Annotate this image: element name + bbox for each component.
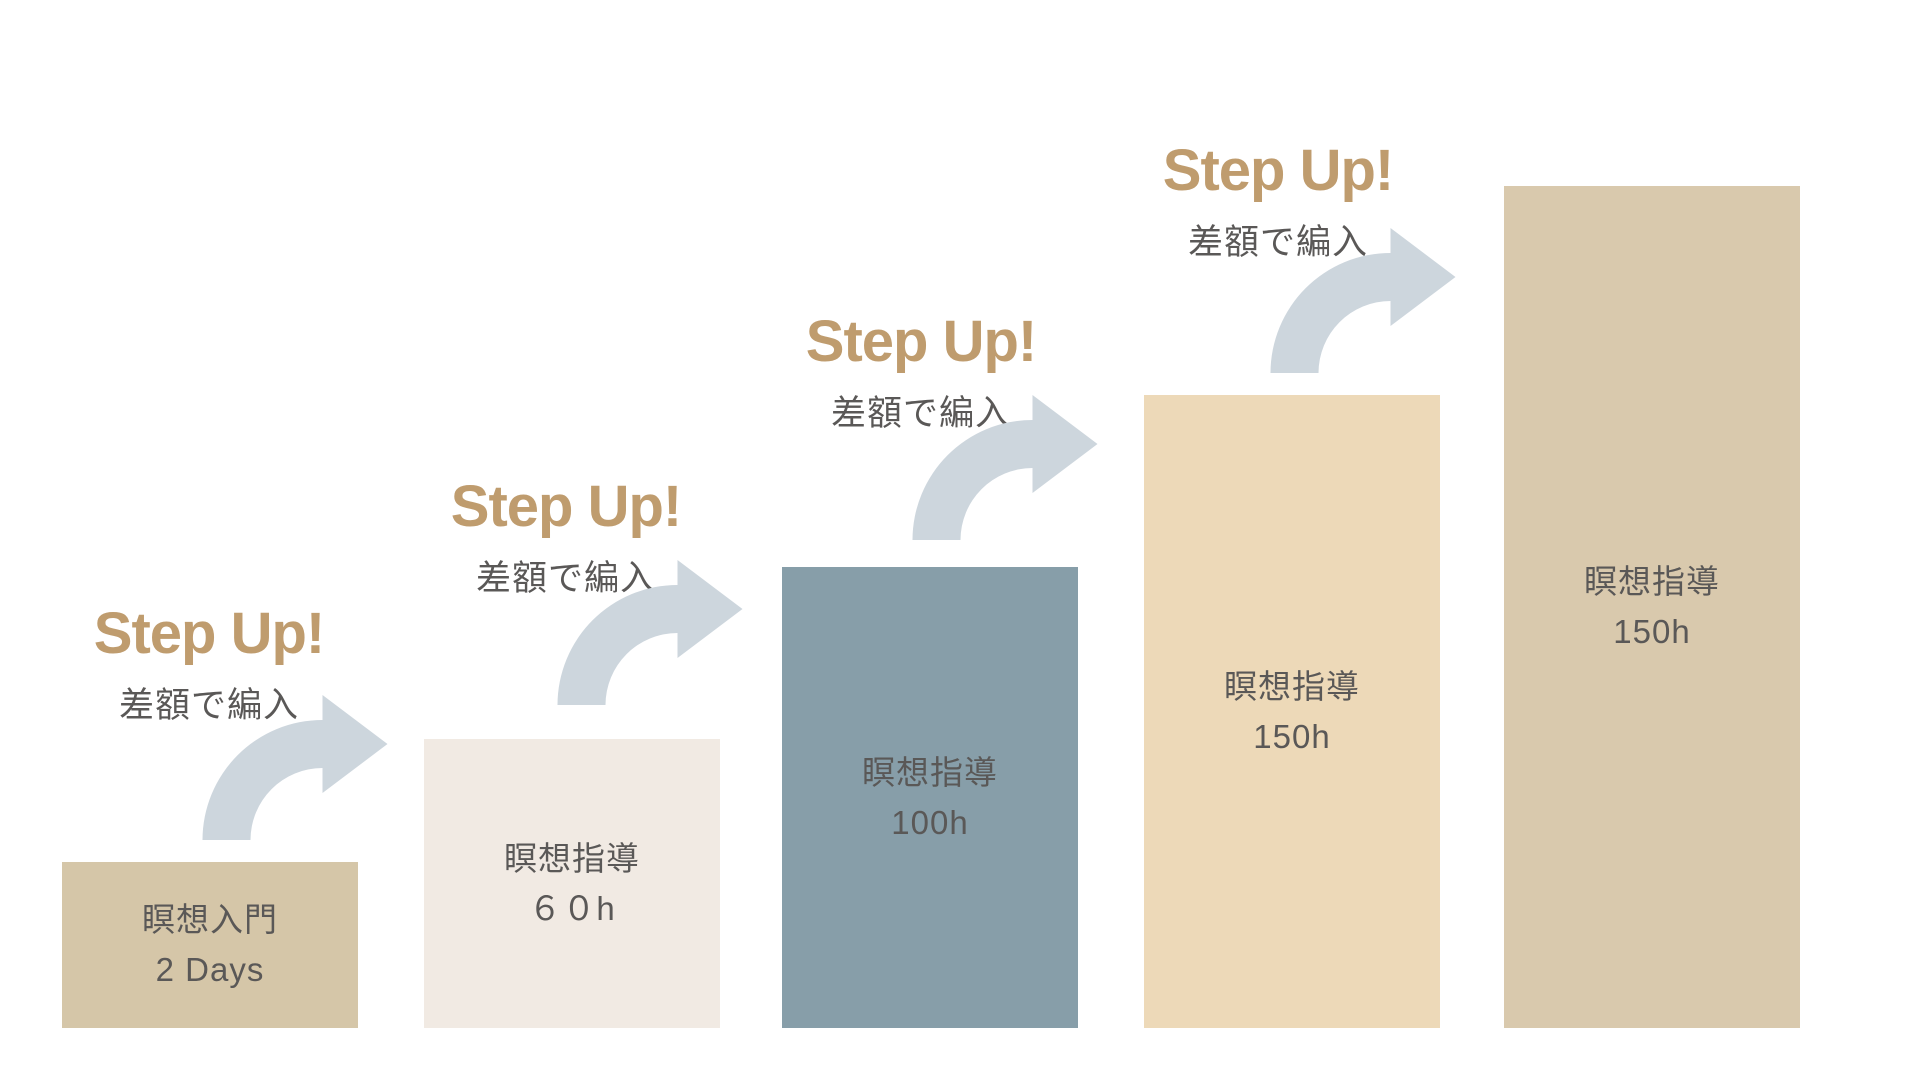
course-name: 瞑想指導 bbox=[504, 839, 640, 877]
curved-arrow-shape bbox=[1270, 228, 1456, 373]
course-name: 瞑想指導 bbox=[1584, 563, 1720, 600]
curved-arrow-shape bbox=[912, 395, 1098, 540]
course-name: 瞑想指導 bbox=[1224, 667, 1360, 705]
course-name: 瞑想指導 bbox=[862, 753, 998, 791]
course-bar-1: 瞑想入門 2 Days bbox=[62, 862, 358, 1028]
step-up-title: Step Up! bbox=[1162, 138, 1394, 203]
course-bar-2: 瞑想指導 ６０h bbox=[424, 739, 720, 1028]
course-bar-5-label: 瞑想指導 150h bbox=[1584, 557, 1720, 657]
course-duration: 2 Days bbox=[155, 951, 265, 988]
course-duration: ６０h bbox=[528, 889, 616, 927]
step-up-label-2: Step Up! 差額で編入 bbox=[386, 478, 746, 601]
course-name: 瞑想入門 bbox=[142, 901, 278, 938]
step-up-label-3: Step Up! 差額で編入 bbox=[741, 313, 1101, 436]
course-bar-3: 瞑想指導 100h bbox=[782, 567, 1078, 1028]
step-up-subtitle: 差額で編入 bbox=[830, 394, 1011, 433]
course-bar-5: 瞑想指導 150h bbox=[1504, 186, 1800, 1028]
course-duration: 150h bbox=[1253, 717, 1331, 755]
course-duration: 150h bbox=[1613, 613, 1691, 650]
curved-arrow-icon bbox=[1270, 228, 1456, 373]
step-up-subtitle: 差額で編入 bbox=[1187, 223, 1368, 262]
course-bar-3-label: 瞑想指導 100h bbox=[862, 748, 998, 848]
course-bar-2-label: 瞑想指導 ６０h bbox=[504, 834, 640, 934]
course-bar-4-label: 瞑想指導 150h bbox=[1224, 662, 1360, 762]
curved-arrow-shape bbox=[202, 695, 388, 840]
curved-arrow-icon bbox=[557, 560, 743, 705]
step-up-label-4: Step Up! 差額で編入 bbox=[1098, 142, 1458, 265]
step-up-subtitle: 差額で編入 bbox=[475, 559, 656, 598]
course-duration: 100h bbox=[891, 803, 969, 841]
curved-arrow-shape bbox=[557, 560, 743, 705]
step-up-label-1: Step Up! 差額で編入 bbox=[29, 605, 389, 728]
course-bar-1-label: 瞑想入門 2 Days bbox=[142, 895, 278, 995]
step-up-title: Step Up! bbox=[805, 309, 1037, 374]
step-up-subtitle: 差額で編入 bbox=[118, 686, 299, 725]
step-up-title: Step Up! bbox=[450, 474, 682, 539]
curved-arrow-icon bbox=[912, 395, 1098, 540]
step-up-title: Step Up! bbox=[93, 601, 325, 666]
curved-arrow-icon bbox=[202, 695, 388, 840]
course-bar-4: 瞑想指導 150h bbox=[1144, 395, 1440, 1028]
